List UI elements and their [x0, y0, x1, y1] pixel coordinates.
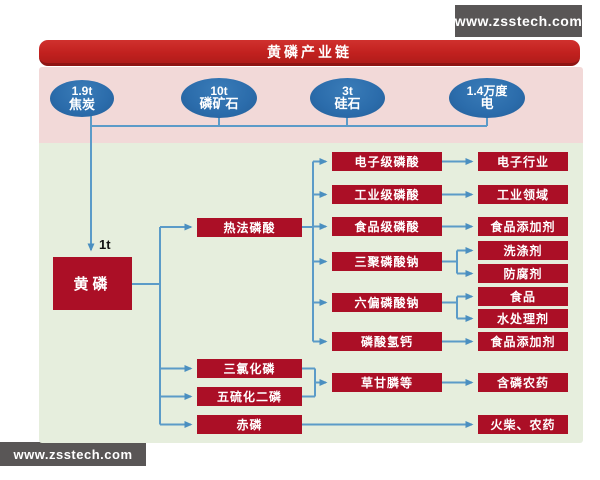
- node-glyphosate: 草甘膦等: [332, 373, 442, 392]
- node-detergent: 洗涤剂: [478, 241, 568, 260]
- node-yellow-phosphorus: 黄磷: [53, 257, 132, 310]
- node-sodium-tripolyphosphate: 三聚磷酸钠: [332, 252, 442, 271]
- input-name: 磷矿石: [199, 96, 239, 112]
- node-preservative: 防腐剂: [478, 264, 568, 283]
- input-amount: 1.4万度: [466, 83, 508, 98]
- node-food-additive-1: 食品添加剂: [478, 217, 568, 236]
- node-industrial-grade-acid: 工业级磷酸: [332, 185, 442, 204]
- node-thermal-phosphoric-acid: 热法磷酸: [197, 218, 302, 237]
- input-name: 硅石: [334, 96, 361, 112]
- yield-label: 1t: [99, 237, 111, 252]
- bottom-watermark-text: www.zsstech.com: [13, 446, 133, 462]
- node-red-phosphorus: 赤磷: [197, 415, 302, 434]
- node-phosphorus-pentasulfide: 五硫化二磷: [197, 387, 302, 406]
- input-node-silica: 3t 硅石: [310, 78, 385, 118]
- node-matches-pesticide: 火柴、农药: [478, 415, 568, 434]
- top-watermark: www.zsstech.com: [455, 5, 582, 37]
- node-food-grade-acid: 食品级磷酸: [332, 217, 442, 236]
- node-food: 食品: [478, 287, 568, 306]
- node-water-treatment: 水处理剂: [478, 309, 568, 328]
- input-amount: 3t: [342, 83, 353, 98]
- node-calcium-hydrogen-phosphate: 磷酸氢钙: [332, 332, 442, 351]
- input-node-phosphate-ore: 10t 磷矿石: [181, 78, 257, 118]
- node-phosphorus-pesticide: 含磷农药: [478, 373, 568, 392]
- input-amount: 1.9t: [71, 84, 93, 99]
- input-node-electricity: 1.4万度 电: [449, 78, 525, 118]
- input-name: 焦炭: [68, 96, 95, 112]
- node-electronic-grade-acid: 电子级磷酸: [332, 152, 442, 171]
- node-electronics-industry: 电子行业: [478, 152, 568, 171]
- input-node-coke: 1.9t 焦炭: [50, 80, 114, 117]
- bottom-watermark: www.zsstech.com: [0, 442, 146, 466]
- top-watermark-text: www.zsstech.com: [454, 13, 583, 29]
- diagram-title: 黄磷产业链: [267, 43, 352, 60]
- input-amount: 10t: [210, 83, 228, 98]
- diagram-title-banner: 黄磷产业链: [39, 40, 580, 66]
- node-sodium-hexametaphosphate: 六偏磷酸钠: [332, 293, 442, 312]
- node-industrial-field: 工业领域: [478, 185, 568, 204]
- input-name: 电: [480, 96, 494, 112]
- node-food-additive-2: 食品添加剂: [478, 332, 568, 351]
- node-phosphorus-trichloride: 三氯化磷: [197, 359, 302, 378]
